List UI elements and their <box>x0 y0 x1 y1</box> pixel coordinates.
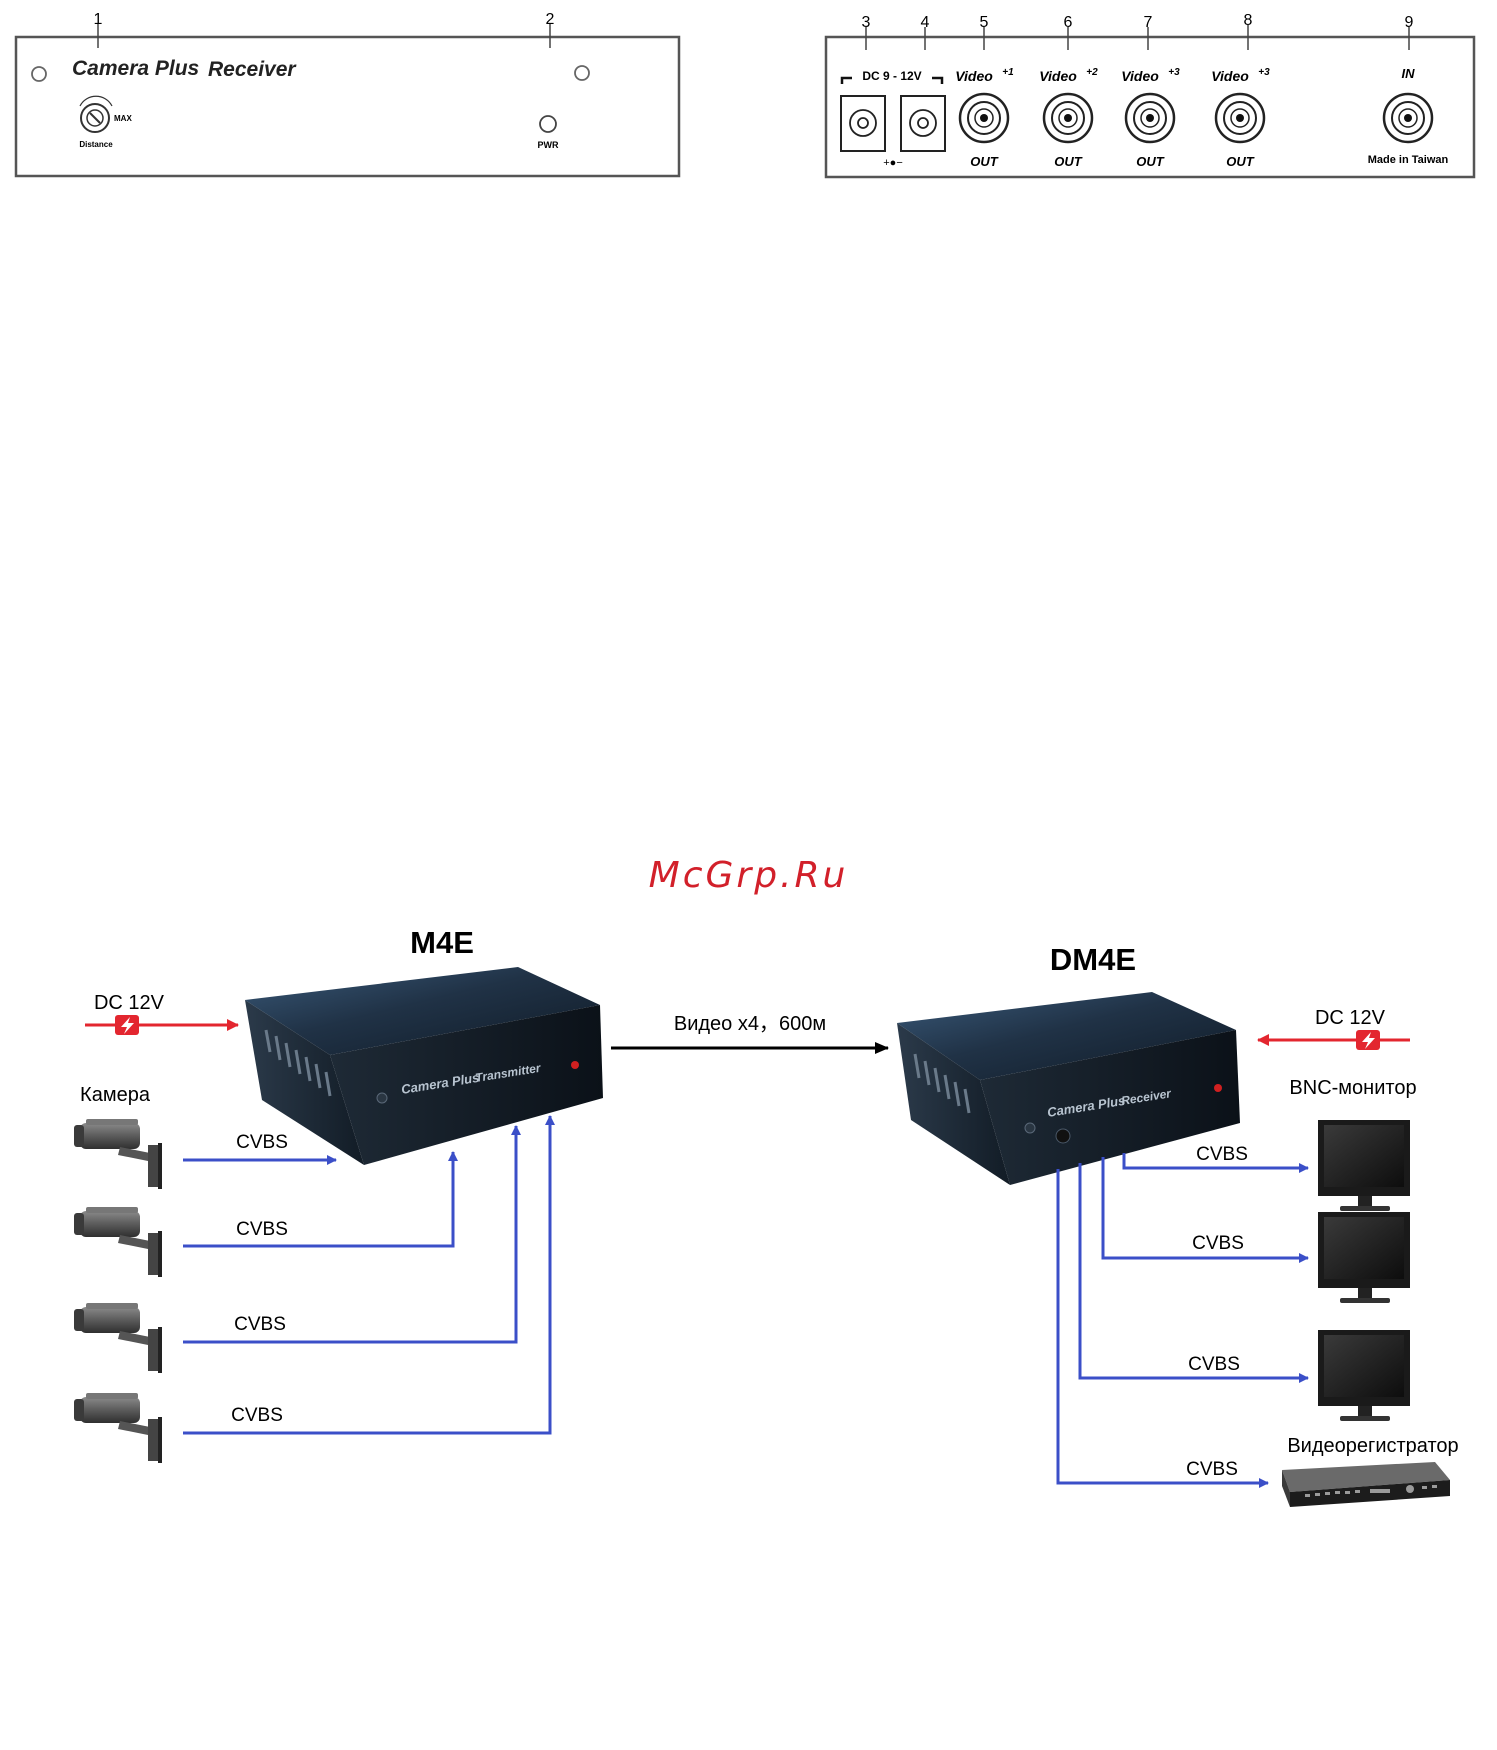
dc-jack-2[interactable] <box>900 95 946 152</box>
video-out-sup-2: +2 <box>1086 67 1098 78</box>
signal-label-3: CVBS <box>234 1314 286 1335</box>
video-out-sup-1: +1 <box>1002 67 1014 78</box>
bnc-monitor-icon-3 <box>1318 1330 1410 1421</box>
receiver-device: Camera Plus Receiver <box>897 992 1240 1185</box>
video-in-connector[interactable] <box>1382 92 1434 144</box>
power-bolt-icon-left <box>115 1015 139 1035</box>
signal-line-2 <box>183 1151 458 1248</box>
front-panel: 1 2 Camera Plus Receiver MAX Distance PW… <box>14 11 681 178</box>
callout-7: 7 <box>1144 14 1153 31</box>
monitor-label: BNC-монитор <box>1289 1077 1416 1099</box>
distance-knob[interactable] <box>79 95 113 133</box>
power-label-right: DC 12V <box>1315 1007 1386 1029</box>
video-out-label-1: Video <box>955 68 993 84</box>
signal-line-4 <box>183 1115 555 1435</box>
watermark: McGrp.Ru <box>648 855 849 896</box>
recorder-label: Видеорегистратор <box>1287 1435 1458 1457</box>
mount-hole-left <box>31 66 47 82</box>
signal-label-6: CVBS <box>1192 1233 1244 1254</box>
camera-icon-1 <box>74 1119 162 1189</box>
front-model: Receiver <box>208 58 297 81</box>
mount-hole-right <box>574 65 590 81</box>
knob-max-label: MAX <box>114 114 132 123</box>
receiver-title: DM4E <box>1050 942 1136 977</box>
callout-6: 6 <box>1064 14 1073 31</box>
pwr-led <box>539 115 557 133</box>
transmitter-title: M4E <box>410 925 474 960</box>
callout-4: 4 <box>921 14 930 31</box>
link-label: Видео x4，600м <box>674 1013 826 1035</box>
video-out-sub-3: OUT <box>1136 154 1165 169</box>
rear-panel: 3 4 5 6 7 8 9 DC 9 - 12V +●− Video+1OUTV… <box>824 12 1476 179</box>
bnc-monitor-icon-1 <box>1318 1120 1410 1211</box>
output-line-1 <box>1122 1153 1309 1173</box>
output-line-4 <box>1056 1169 1269 1488</box>
video-out-sup-3: +3 <box>1168 67 1180 78</box>
camera-label: Камера <box>80 1084 151 1106</box>
output-signal-lines <box>1056 1153 1309 1488</box>
signal-label-7: CVBS <box>1188 1354 1240 1375</box>
signal-label-5: CVBS <box>1196 1144 1248 1165</box>
signal-label-1: CVBS <box>236 1132 288 1153</box>
signal-label-8: CVBS <box>1186 1459 1238 1480</box>
dvr-device <box>1282 1462 1450 1507</box>
bnc-monitor-icon-2 <box>1318 1212 1410 1303</box>
signal-label-4: CVBS <box>231 1405 283 1426</box>
power-label-left: DC 12V <box>94 992 165 1014</box>
made-in-label: Made in Taiwan <box>1368 154 1449 166</box>
video-out-sub-1: OUT <box>970 154 999 169</box>
signal-line-3 <box>183 1125 521 1344</box>
video-out-label-3: Video <box>1121 68 1159 84</box>
callout-2: 2 <box>546 11 555 28</box>
callout-8: 8 <box>1244 12 1253 29</box>
output-line-2 <box>1101 1157 1309 1263</box>
polarity-label: +●− <box>883 157 903 169</box>
camera-icon-2 <box>74 1207 162 1277</box>
pwr-label: PWR <box>538 140 559 150</box>
callout-5: 5 <box>980 14 989 31</box>
knob-distance-label: Distance <box>79 140 113 149</box>
camera-icon-3 <box>74 1303 162 1373</box>
power-bolt-icon-right <box>1356 1030 1380 1050</box>
front-brand: Camera Plus <box>72 57 199 80</box>
output-line-3 <box>1078 1163 1309 1383</box>
video-out-label-2: Video <box>1039 68 1077 84</box>
callout-1: 1 <box>94 11 103 28</box>
dc-input-label: DC 9 - 12V <box>862 69 921 83</box>
video-out-sup-4: +3 <box>1258 67 1270 78</box>
callout-9: 9 <box>1405 14 1414 31</box>
transmitter-device: Camera Plus Transmitter <box>245 967 603 1165</box>
video-out-label-4: Video <box>1211 68 1249 84</box>
camera-signal-lines <box>183 1115 555 1435</box>
camera-icon-4 <box>74 1393 162 1463</box>
dc-jack-1[interactable] <box>840 95 886 152</box>
video-in-label: IN <box>1402 66 1416 81</box>
callout-3: 3 <box>862 14 871 31</box>
video-out-sub-4: OUT <box>1226 154 1255 169</box>
video-out-sub-2: OUT <box>1054 154 1083 169</box>
signal-label-2: CVBS <box>236 1219 288 1240</box>
